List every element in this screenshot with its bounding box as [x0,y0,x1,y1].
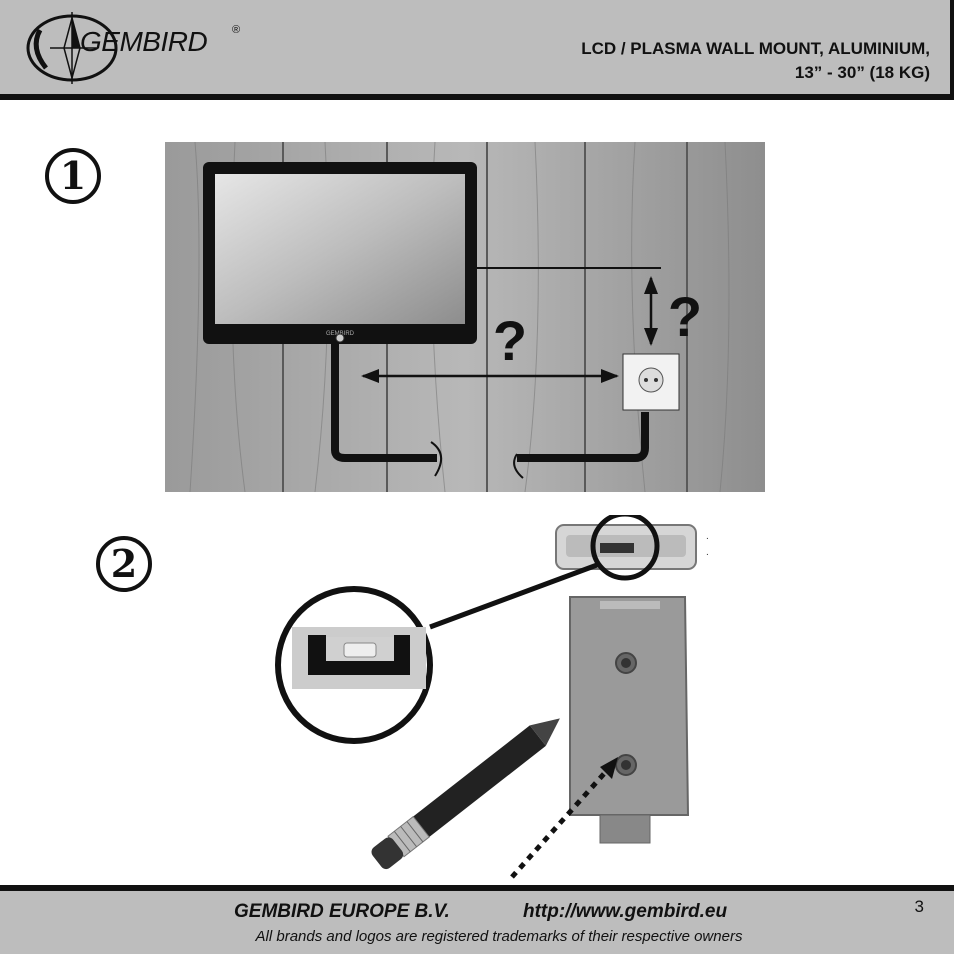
header-side-bar [950,0,954,100]
trademark-note: All brands and logos are registered trad… [255,928,743,945]
gembird-logo-icon [26,12,118,84]
product-title: LCD / PLASMA WALL MOUNT, ALUMINIUM, 13” … [581,37,930,85]
product-title-line1: LCD / PLASMA WALL MOUNT, ALUMINIUM, [581,39,930,58]
vertical-distance-question: ? [668,285,702,348]
svg-text:.: . [706,531,709,542]
step-2-number: 2 [96,536,152,592]
footer-company: GEMBIRD EUROPE B.V. [234,901,450,922]
page-footer: GEMBIRD EUROPE B.V. http://www.gembird.e… [0,885,954,954]
step-1-label: 1 [60,153,86,198]
tv-wall-illustration: GEMBIRD ? ? [165,142,765,492]
svg-text:.: . [706,547,709,558]
page-number: 3 [914,897,924,916]
brand-name: GEMBIRD [80,26,208,57]
mount-marking-illustration: . . [275,515,709,879]
product-title-line2: 13” - 30” (18 KG) [794,63,930,82]
step-1-number: 1 [45,148,101,204]
horizontal-distance-question: ? [493,309,527,372]
step-2-label: 2 [111,541,137,586]
footer-url-link[interactable]: http://www.gembird.eu [523,901,728,922]
registered-mark: ® [232,24,241,36]
page-header: GEMBIRD ® LCD / PLASMA WALL MOUNT, ALUMI… [0,0,954,100]
